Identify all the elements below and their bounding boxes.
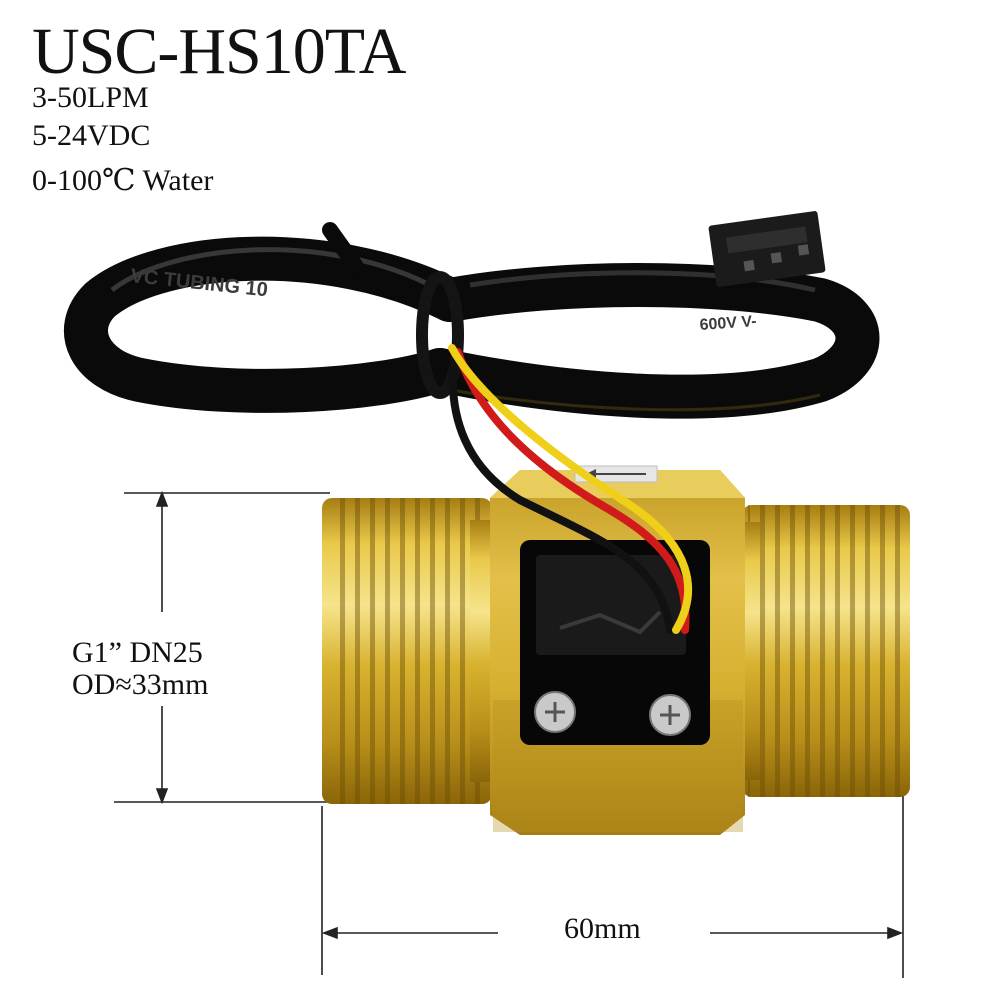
cable-rating-print: 600V V- [699,313,757,334]
spec-flow-range: 3-50LPM [32,81,149,114]
brass-body [322,465,910,835]
sensor-wires [448,344,693,634]
spec-temperature: 0-100℃ Water [32,164,214,197]
length-label: 60mm [560,912,645,946]
connector-plug [708,211,826,287]
thread-size-label: G1” DN25 [70,636,205,670]
spec-voltage: 5-24VDC [32,119,151,152]
cable-loop: VC TUBING 10 600V V- [63,222,880,419]
model-title: USC-HS10TA [32,15,406,88]
outer-diameter-label: OD≈33mm [70,668,211,702]
dimension-lines [114,490,904,978]
